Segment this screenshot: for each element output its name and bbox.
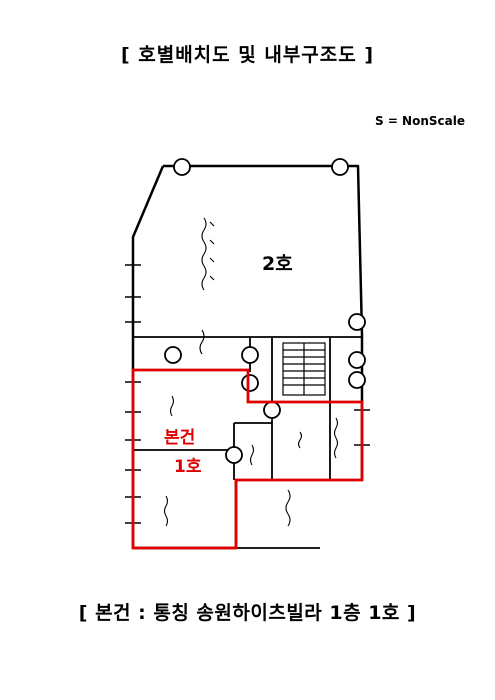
handwritten-notes bbox=[163, 217, 339, 527]
subject-unit-outline bbox=[131, 368, 364, 550]
scale-note: S = NonScale bbox=[375, 114, 465, 128]
subject-label-line2: 1호 bbox=[174, 457, 202, 477]
footer-caption: [ 본건 : 통칭 송원하이츠빌라 1층 1호 ] bbox=[78, 602, 417, 624]
column-markers bbox=[164, 158, 366, 464]
subject-label-line1: 본건 bbox=[164, 428, 195, 448]
stairs bbox=[282, 342, 326, 396]
unit-2-label: 2호 bbox=[262, 253, 293, 275]
page-title: [ 호별배치도 및 내부구조도 ] bbox=[120, 44, 375, 66]
